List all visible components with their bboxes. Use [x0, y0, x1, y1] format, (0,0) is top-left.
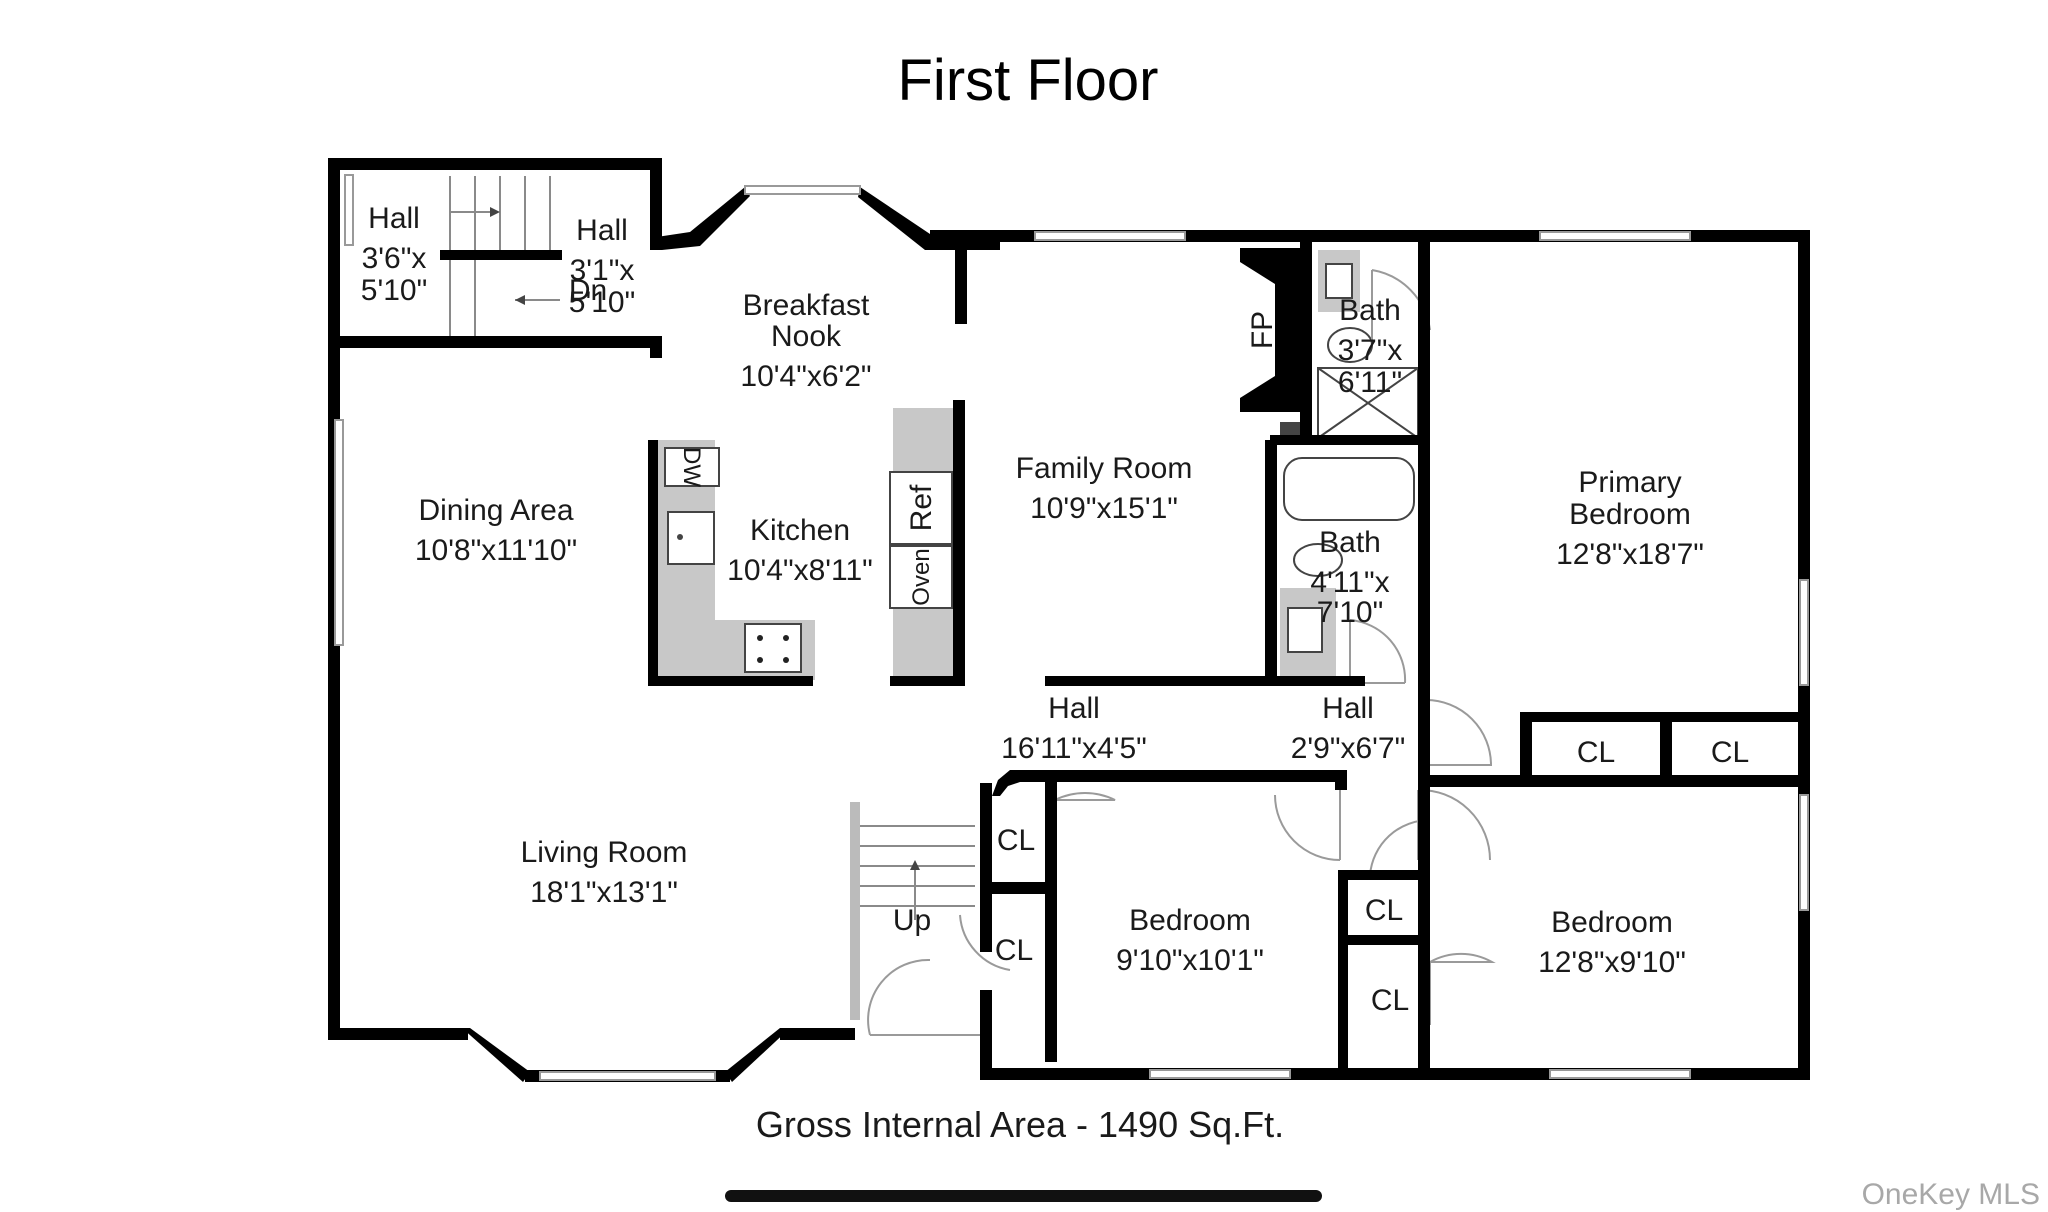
- stairs-up-label: Up: [893, 904, 931, 937]
- plan-title: First Floor: [898, 48, 1159, 113]
- closet-label: CL: [995, 934, 1033, 967]
- room-bath-a: Bath 3'7"x 6'11": [1338, 294, 1403, 399]
- room-hall-a-name: Hall: [368, 202, 420, 235]
- room-primary-name-1: Primary: [1578, 466, 1681, 499]
- oven: Oven: [889, 545, 953, 609]
- room-breakfast-nook: Breakfast Nook 10'4"x6'2": [740, 289, 871, 393]
- room-bedroom-a-name: Bedroom: [1129, 904, 1251, 937]
- room-bath-b-dims-1: 4'11"x: [1310, 566, 1389, 599]
- room-hall-a-dims-1: 3'6"x: [362, 242, 427, 275]
- closet-label: CL: [1711, 736, 1749, 769]
- home-indicator-bar: [725, 1190, 1322, 1202]
- room-bath-b-name: Bath: [1319, 526, 1381, 559]
- room-primary-dims: 12'8"x18'7": [1556, 538, 1704, 571]
- room-hall-c-name: Hall: [1048, 692, 1100, 725]
- room-bedroom-b-name: Bedroom: [1551, 906, 1673, 939]
- windows: [334, 174, 1809, 1081]
- oven-label: Oven: [908, 548, 935, 605]
- room-primary-bedroom: Primary Bedroom 12'8"x18'7": [1556, 466, 1704, 571]
- room-hall-d: Hall 2'9"x6'7": [1291, 692, 1406, 765]
- room-bath-a-dims-2: 6'11": [1338, 366, 1402, 399]
- refrigerator: Ref: [889, 471, 953, 545]
- bath-b-fixtures: [1280, 457, 1415, 676]
- stairs-lower: Up: [850, 802, 975, 1020]
- room-living-name: Living Room: [521, 836, 688, 869]
- room-hall-d-dims: 2'9"x6'7": [1291, 732, 1406, 765]
- closet-label: CL: [1365, 894, 1403, 927]
- dishwasher: DW: [664, 447, 720, 487]
- room-hall-a-dims-2: 5'10": [361, 274, 427, 307]
- closet-label: CL: [1371, 984, 1409, 1017]
- room-bedroom-b: Bedroom 12'8"x9'10": [1538, 906, 1686, 979]
- room-hall-b-name: Hall: [576, 214, 628, 247]
- room-hall-c-dims: 16'11"x4'5": [1001, 732, 1147, 765]
- room-hall-d-name: Hall: [1322, 692, 1374, 725]
- room-family-name: Family Room: [1016, 452, 1193, 485]
- room-bath-a-name: Bath: [1339, 294, 1401, 327]
- room-bath-b-dims-2: 7'10": [1317, 596, 1383, 629]
- room-hall-b-dims-1: 3'1"x: [570, 254, 635, 287]
- room-bedroom-a: Bedroom 9'10"x10'1": [1116, 904, 1264, 977]
- room-bedroom-b-dims: 12'8"x9'10": [1538, 946, 1686, 979]
- dishwasher-label: DW: [678, 447, 705, 487]
- fireplace: FP: [1240, 248, 1305, 444]
- room-hall-b: Hall 3'1"x 5'10": [569, 214, 635, 319]
- room-primary-name-2: Bedroom: [1569, 498, 1691, 531]
- gross-internal-area: Gross Internal Area - 1490 Sq.Ft.: [756, 1104, 1284, 1145]
- room-kitchen-name: Kitchen: [750, 514, 850, 547]
- room-breakfast-name-2: Nook: [771, 320, 842, 353]
- room-dining-name: Dining Area: [418, 494, 573, 527]
- room-hall-c: Hall 16'11"x4'5": [1001, 692, 1147, 765]
- room-living-dims: 18'1"x13'1": [530, 876, 678, 909]
- closets: CL CL CL CL CL CL: [995, 736, 1749, 1017]
- stairs-upper: Dn: [449, 176, 607, 336]
- cooktop: [744, 623, 802, 673]
- fireplace-label: FP: [1246, 311, 1279, 349]
- closet-label: CL: [997, 824, 1035, 857]
- walls: [328, 158, 1810, 1082]
- kitchen-sink: [667, 511, 715, 565]
- room-breakfast-dims: 10'4"x6'2": [740, 360, 871, 393]
- room-hall-a: Hall 3'6"x 5'10": [361, 202, 427, 307]
- room-family-dims: 10'9"x15'1": [1030, 492, 1178, 525]
- room-dining-dims: 10'8"x11'10": [415, 534, 577, 567]
- room-bath-b: Bath 4'11"x 7'10": [1310, 526, 1389, 629]
- room-breakfast-name-1: Breakfast: [743, 289, 870, 322]
- room-bedroom-a-dims: 9'10"x10'1": [1116, 944, 1264, 977]
- room-living-room: Living Room 18'1"x13'1": [521, 836, 688, 909]
- stairs-down-label: Dn: [569, 274, 607, 307]
- watermark: OneKey MLS: [1862, 1178, 2040, 1211]
- room-hall-b-dims-2: 5'10": [569, 286, 635, 319]
- refrigerator-label: Ref: [905, 484, 938, 531]
- room-kitchen-dims: 10'4"x8'11": [727, 554, 873, 587]
- closet-label: CL: [1577, 736, 1615, 769]
- room-kitchen: Kitchen 10'4"x8'11": [727, 514, 873, 587]
- room-dining-area: Dining Area 10'8"x11'10": [415, 494, 577, 567]
- room-family-room: Family Room 10'9"x15'1": [1016, 452, 1193, 525]
- room-bath-a-dims-1: 3'7"x: [1338, 334, 1403, 367]
